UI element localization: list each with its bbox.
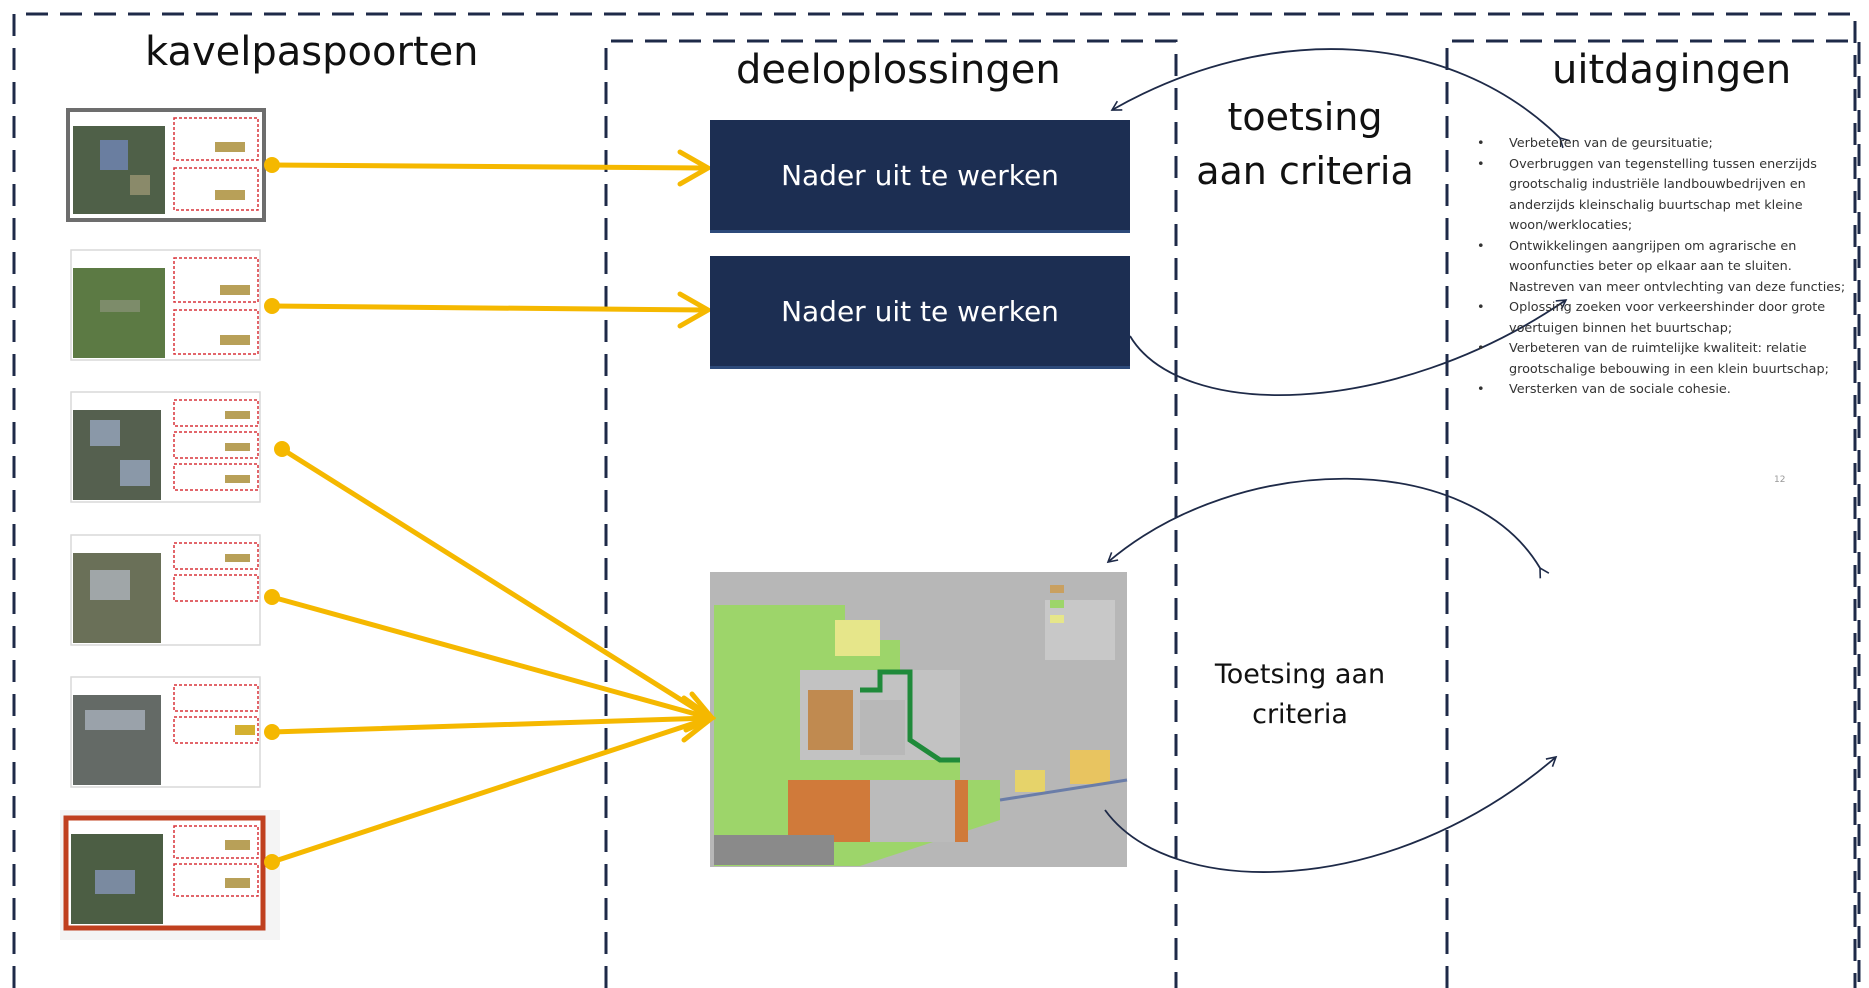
yellow-arrow [269, 715, 713, 865]
yellow-arrow [269, 162, 708, 171]
kavel-thumbnail[interactable] [70, 534, 261, 646]
yellow-arrow [269, 715, 713, 735]
curved-arrow [1110, 48, 1571, 149]
toetsing-top-line: toetsing [1227, 95, 1383, 139]
challenge-item: Versterken van de sociale cohesie. [1475, 380, 1860, 401]
toetsing-top-line: aan criteria [1196, 149, 1414, 193]
toetsing-bottom-line: criteria [1252, 699, 1348, 730]
kavel-thumbnail[interactable] [66, 108, 266, 222]
curved-arrow [1104, 755, 1558, 873]
connector-dots [264, 157, 290, 870]
yellow-arrowhead [683, 691, 717, 733]
yellow-arrow [269, 594, 713, 721]
outer-frame [12, 12, 1857, 988]
nader-uit-te-werken-box[interactable]: Nader uit te werken [710, 256, 1130, 369]
challenge-item: Ontwikkelingen aangrijpen om agrarische … [1475, 237, 1860, 299]
connector-dot [264, 589, 280, 605]
page-number: 12 [1774, 475, 1786, 485]
challenge-item: Verbeteren van de ruimtelijke kwaliteit:… [1475, 339, 1860, 380]
connector-dot [274, 441, 290, 457]
connector-dot [264, 854, 280, 870]
toetsing-bottom-line: Toetsing aan [1214, 659, 1386, 690]
connector-dot [264, 724, 280, 740]
kavelpaspoorten-heading: kavelpaspoorten [145, 29, 479, 75]
challenges-list: Verbeteren van de geursituatie; Overbrug… [1475, 134, 1860, 401]
nader-uit-te-werken-box[interactable]: Nader uit te werken [710, 120, 1130, 233]
dashed-frames [12, 12, 1861, 988]
site-plan-map [710, 572, 1128, 867]
kavel-thumbnail[interactable] [70, 391, 261, 503]
curved-arrow [1106, 477, 1550, 579]
kavel-thumbnail[interactable] [70, 249, 261, 361]
yellow-arrow [269, 303, 708, 313]
challenge-item: Verbeteren van de geursituatie; [1475, 134, 1860, 155]
challenge-item: Overbruggen van tegenstelling tussen ene… [1475, 155, 1860, 237]
yellow-arrowhead [677, 149, 714, 187]
yellow-arrow [279, 446, 713, 721]
deeloplossingen-heading: deeloplossingen [736, 47, 1061, 93]
connector-dot [264, 298, 280, 314]
yellow-connectors [269, 149, 717, 865]
deeloplossingen-frame [604, 39, 1178, 988]
challenge-item: Oplossing zoeken voor verkeershinder doo… [1475, 298, 1860, 339]
kavel-thumbnail[interactable] [70, 676, 261, 788]
kavel-thumbnail-highlighted[interactable] [60, 810, 280, 940]
yellow-arrowhead [677, 291, 714, 329]
uitdagingen-heading: uitdagingen [1552, 47, 1792, 93]
toetsing-top-label: toetsing aan criteria [1180, 90, 1430, 198]
toetsing-bottom-label: Toetsing aan criteria [1190, 655, 1410, 735]
kavel-thumbnails [60, 108, 280, 940]
connector-dot [264, 157, 280, 173]
